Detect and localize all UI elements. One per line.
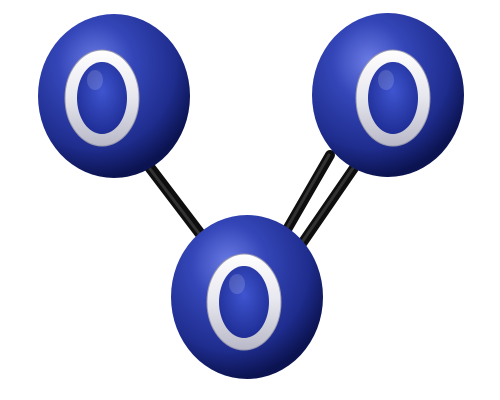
oxygen-atom-right: O bbox=[312, 13, 464, 177]
oxygen-atom-center: O bbox=[171, 215, 323, 379]
double-bond bbox=[280, 150, 359, 250]
single-bond bbox=[142, 159, 211, 246]
oxygen-atom-left: O bbox=[38, 14, 190, 178]
